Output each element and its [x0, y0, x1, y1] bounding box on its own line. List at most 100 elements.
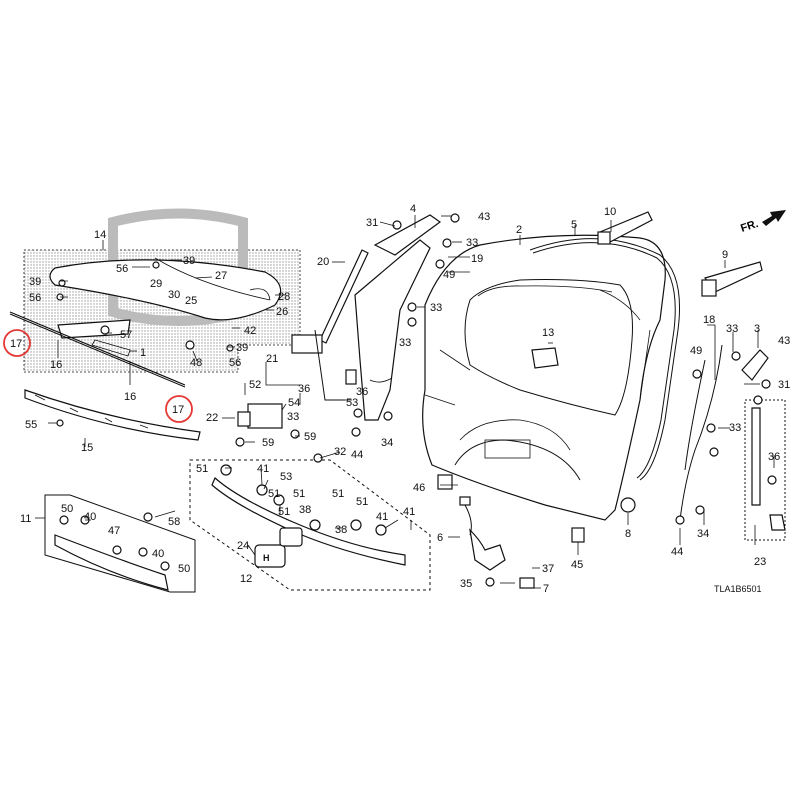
leader-lines	[35, 215, 775, 589]
callout: 22	[206, 412, 218, 424]
callout: 11	[20, 513, 31, 525]
callout: 36	[768, 451, 780, 463]
callout: 40	[84, 511, 96, 523]
callout: 47	[108, 525, 120, 537]
hinge-4	[373, 214, 442, 256]
callout: 51	[356, 496, 368, 508]
callout: 49	[443, 269, 455, 281]
highlight-circle-17-right	[165, 395, 193, 423]
callout: 34	[697, 528, 709, 540]
callout: 38	[335, 524, 347, 536]
callout: 59	[304, 431, 316, 443]
weatherstrip-5	[529, 238, 681, 481]
callout: 18	[703, 314, 715, 326]
callout: 51	[268, 488, 280, 500]
callout: 4	[410, 203, 416, 215]
callout: 5	[571, 219, 577, 231]
callout: 51	[278, 506, 290, 518]
gas-strut-20	[319, 249, 369, 344]
callout: 58	[168, 516, 180, 528]
callout: 54	[288, 397, 300, 409]
callout: 56	[116, 263, 128, 275]
callout: 36	[356, 386, 368, 398]
callout: 24	[237, 540, 249, 552]
callout: 38	[299, 504, 311, 516]
lower-garnish-11	[54, 534, 169, 591]
bracket-3	[741, 349, 769, 381]
callout: 7	[543, 583, 549, 595]
callout: 6	[437, 532, 443, 544]
chrome-bar-12	[211, 477, 406, 566]
callout: 51	[293, 488, 305, 500]
spoiler-part	[49, 259, 282, 321]
cable-18	[679, 344, 723, 521]
callout: 39	[183, 255, 195, 267]
callout: 16	[124, 391, 136, 403]
callout: 28	[278, 291, 290, 303]
emblem-24	[254, 544, 286, 568]
highlight-circle-17-left	[3, 329, 31, 357]
drawing-code: TLA1B6501	[714, 584, 762, 594]
direction-label: FR.	[739, 218, 760, 235]
callout: 31	[778, 379, 790, 391]
callout: 16	[50, 359, 62, 371]
svg-text:H: H	[263, 553, 270, 563]
callout: 43	[778, 335, 790, 347]
callout: 31	[366, 217, 378, 229]
callout: 1	[140, 347, 146, 359]
callout: 27	[215, 270, 227, 282]
latch-6	[469, 528, 506, 571]
callout: 17	[10, 338, 22, 350]
callout: 44	[671, 546, 683, 558]
callout: 40	[152, 548, 164, 560]
callout: 51	[332, 488, 344, 500]
callout: 36	[298, 383, 310, 395]
callout: 33	[287, 411, 299, 423]
callout-labels: 14 39 56 56 29 39 27 30 25 28 26 42 57 1…	[10, 203, 790, 595]
callout: 33	[726, 323, 738, 335]
callout: 10	[604, 206, 616, 218]
callout: 35	[460, 578, 472, 590]
callout: 43	[478, 211, 490, 223]
callout: 8	[625, 528, 631, 540]
tailgate-body	[422, 234, 666, 521]
callout: 20	[317, 256, 329, 268]
callout: 30	[168, 289, 180, 301]
callout: 33	[430, 302, 442, 314]
seal-strip-17-left	[9, 311, 186, 386]
callout: 56	[229, 357, 241, 369]
callout: 25	[185, 295, 197, 307]
stay-arm	[354, 239, 431, 421]
callout: 33	[466, 237, 478, 249]
callout: 19	[471, 253, 483, 265]
callout: 21	[266, 353, 278, 365]
callout: 39	[29, 276, 41, 288]
callout: 59	[262, 437, 274, 449]
callout: 50	[178, 563, 190, 575]
callout: 14	[94, 229, 106, 241]
callout: 12	[240, 573, 252, 585]
callout: 56	[29, 292, 41, 304]
callout: 9	[722, 249, 728, 261]
callout: 52	[249, 379, 261, 391]
callout: 29	[150, 278, 162, 290]
callout: 50	[61, 503, 73, 515]
callout: 51	[196, 463, 208, 475]
callout: 57	[120, 329, 132, 341]
callout: 46	[413, 482, 425, 494]
callout: 17	[172, 404, 184, 416]
callout: 41	[257, 463, 269, 475]
callout: 26	[276, 306, 288, 318]
callout: 53	[346, 397, 358, 409]
callout: 42	[244, 325, 256, 337]
front-direction-arrow: FR.	[739, 210, 786, 235]
callout: 15	[81, 442, 93, 454]
hardware-fasteners	[56, 213, 777, 589]
callout: 33	[729, 422, 741, 434]
gas-strut-23	[751, 407, 761, 506]
callout: 37	[542, 563, 554, 575]
garnish-group-14	[23, 208, 301, 373]
callout: 3	[754, 323, 760, 335]
callout: 34	[381, 437, 393, 449]
